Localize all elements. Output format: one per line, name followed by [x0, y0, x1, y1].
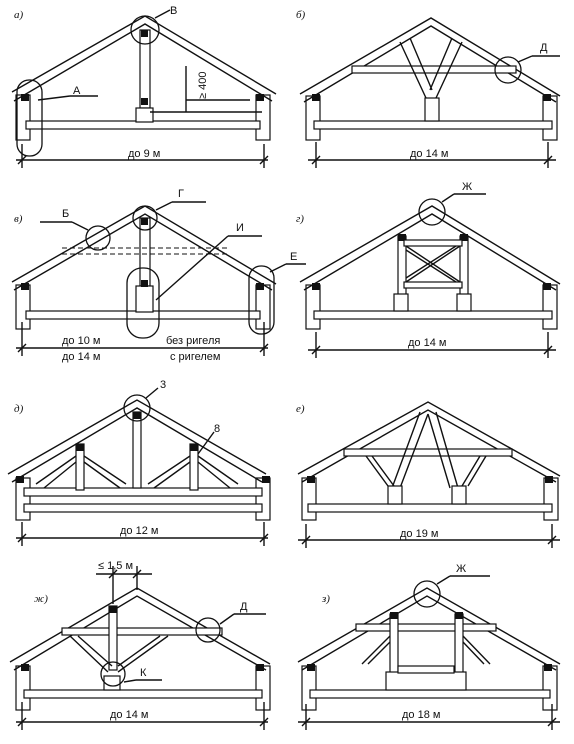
collar-tie — [351, 65, 517, 74]
panel-label-g: г) — [296, 213, 304, 225]
callout-label-k: К — [140, 667, 147, 679]
callout-circle-b — [85, 225, 111, 251]
span-label-g: до 14 м — [408, 337, 446, 349]
callout-label-a: А — [73, 85, 81, 97]
callout-label-zh2: Ж — [456, 563, 466, 575]
callout-circle-d — [494, 56, 522, 84]
callout-label-g: Г — [178, 188, 184, 200]
callout-label-b: Б — [62, 208, 69, 220]
panel-label-e: е) — [296, 403, 305, 415]
span-label-zh: до 14 м — [110, 709, 148, 721]
callout-label-zh: Ж — [462, 181, 472, 193]
callout-label-d2: Д — [240, 601, 248, 613]
callout-circle-zh2 — [413, 580, 441, 608]
callout-label-e: Е — [290, 251, 297, 263]
span-label-z: до 18 м — [402, 709, 440, 721]
rafter-outer — [299, 17, 561, 97]
panel-zh: ж) ≤ 1,5 м Д К до 14 м — [9, 560, 271, 730]
rafter-inner — [303, 25, 557, 103]
wall-right — [255, 94, 271, 141]
note-no-girder: без ригеля — [166, 335, 220, 347]
rafter-inner — [13, 23, 273, 102]
panel-z: з) Ж до 18 м — [297, 563, 561, 730]
panel-label-zh: ж) — [34, 593, 48, 605]
callout-label-3: 3 — [160, 379, 166, 391]
panel-label-d: д) — [14, 403, 24, 415]
callout-oval-i — [126, 267, 160, 339]
floor-beam — [313, 120, 553, 130]
king-post — [139, 29, 151, 109]
span-label-a: до 9 м — [128, 148, 160, 160]
span-label-v1: до 10 м — [62, 335, 100, 347]
span-label-e: до 19 м — [400, 528, 438, 540]
callout-label-v: В — [170, 5, 177, 17]
callout-oval-e — [248, 265, 275, 335]
callout-label-8: 8 — [214, 423, 220, 435]
callout-circle-k — [100, 661, 126, 687]
span-label-v2: до 14 м — [62, 351, 100, 363]
panel-label-b: б) — [296, 9, 306, 21]
panel-g: г) Ж до 14 м — [296, 181, 561, 358]
callout-circle-3 — [123, 394, 151, 422]
panel-label-v: в) — [14, 213, 23, 225]
callout-circle-d2 — [195, 617, 221, 643]
callout-label-i: И — [236, 222, 244, 234]
callout-oval-a — [16, 79, 43, 157]
panel-e: е) до 19 м — [296, 401, 561, 548]
callout-circle-v — [130, 15, 160, 45]
dim-max-1-5m: ≤ 1,5 м — [98, 560, 133, 572]
panel-b: б) Д до 14 м — [296, 9, 561, 168]
panel-v: в) Г Б И Е до 10 м до — [11, 188, 306, 363]
note-with-girder: с ригелем — [170, 351, 220, 363]
callout-circle-g — [132, 205, 158, 231]
span-label-b: до 14 м — [410, 148, 448, 160]
span-label-d: до 12 м — [120, 525, 158, 537]
callout-circle-zh — [418, 198, 446, 226]
panel-d: д) 3 8 до 12 м — [7, 379, 271, 546]
callout-label-d: Д — [540, 42, 548, 54]
wall-left — [15, 94, 31, 141]
panel-label-z: з) — [321, 593, 330, 605]
panel-label-a: а) — [14, 9, 24, 21]
panel-a: а) В А ≥ 400 до 9 м — [11, 5, 277, 168]
dim-min-400: ≥ 400 — [197, 72, 209, 99]
